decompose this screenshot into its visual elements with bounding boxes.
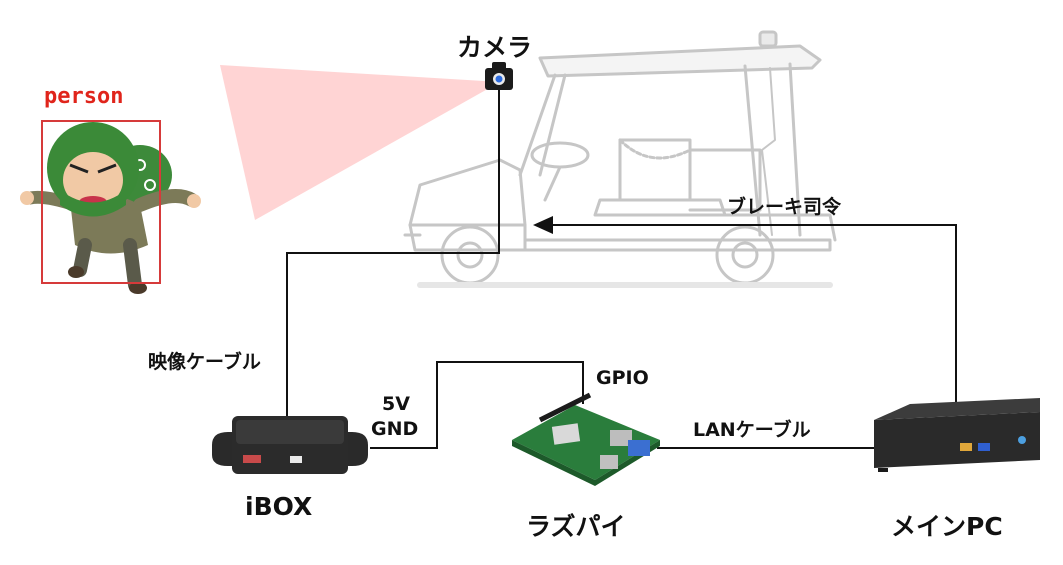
ibox-device (212, 416, 368, 474)
video-cable-label: 映像ケーブル (148, 351, 261, 373)
camera-fov-cone (220, 65, 500, 220)
main-pc-device (874, 398, 1040, 472)
gpio-label: GPIO (596, 367, 649, 389)
wires (286, 90, 957, 449)
camera-icon (485, 62, 513, 90)
brake-command-label: ブレーキ司令 (727, 196, 842, 218)
person-illustration (20, 122, 201, 294)
video-cable-wire (286, 90, 500, 418)
power-gnd-label: GND (371, 418, 419, 440)
lan-cable-label: LANケーブル (693, 419, 811, 441)
brake-command-wire (552, 224, 957, 416)
main-pc-label: メインPC (891, 512, 1003, 541)
raspberry-pi-board (512, 392, 660, 486)
person-detection-box (41, 120, 161, 284)
power-5v-label: 5V (382, 393, 410, 415)
brake-command-arrowhead (533, 216, 553, 234)
ibox-label: iBOX (245, 492, 313, 521)
golf-cart-illustration (403, 30, 837, 288)
raspberry-pi-label: ラズパイ (526, 512, 626, 541)
camera-label: カメラ (457, 33, 533, 62)
power-wire (370, 361, 584, 449)
person-detection-label: person (44, 84, 124, 109)
